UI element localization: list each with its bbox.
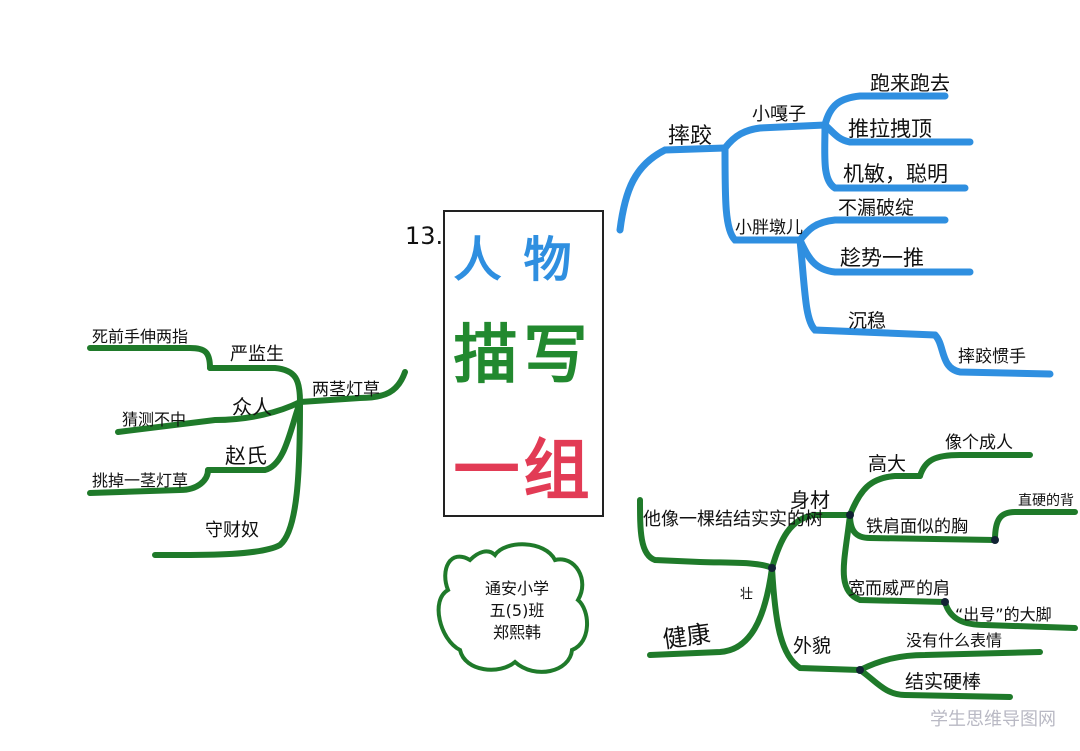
green-br-to-jieshi [857,667,1013,700]
green-br-trunk [647,565,775,658]
blue-to-jimin [821,121,969,192]
green-left-to-yanjiansheng [207,365,303,405]
label-shencai: 身材 [790,488,830,512]
label-zhiying: 直硬的背 [1018,492,1074,509]
green-left-to-shoucainu [152,399,303,559]
label-shuaijiao: 摔跤 [668,124,712,149]
title-line-yizu: 一组 [453,432,594,509]
blue-split-lower [721,144,804,244]
green-br-to-waimao [769,565,863,673]
title-box: 人物 描写 一组 [443,210,604,517]
blue-trunk [616,144,729,234]
branch-bottom-right [637,452,1078,700]
blue-to-bulou [796,216,949,244]
blue-to-chenwen [796,236,939,339]
label-sibei: 死前手伸两指 [92,327,188,346]
green-br-tiejian-item [992,509,1078,543]
label-shoucainu: 守财奴 [205,520,259,541]
label-zhongren: 众人 [232,395,272,419]
green-left-trunk [297,369,408,405]
green-br-to-gaoda [847,473,923,518]
author-class: 五(5)班 [489,601,545,620]
label-meiyou: 没有什么表情 [906,631,1002,650]
green-br-kuan-item [942,599,1078,631]
label-xiaopangdun: 小胖墩儿 [735,218,803,238]
label-xiaogazi: 小嘎子 [752,104,806,125]
label-chuhao: “出号”的大脚 [955,605,1052,624]
branch-top-right [616,92,1054,378]
label-gaoda: 高大 [868,453,906,475]
label-paolai: 跑来跑去 [870,71,950,95]
green-left-yanjiansheng-item [87,345,213,371]
green-br-to-shencai [769,512,853,571]
green-br-gaoda-item [917,452,1033,479]
label-liangjing: 两茎灯草 [312,380,380,400]
label-tiejian: 铁肩面似的胸 [866,517,968,537]
diagram-number: 13. [405,222,444,250]
node-dot-5 [941,598,949,606]
node-dot-1 [768,564,776,572]
author-school: 通安小学 [484,579,549,598]
label-xianggechengren: 像个成人 [945,433,1013,453]
green-left-zhaoshi-item [87,467,211,496]
label-caice: 猜测不中 [122,410,186,429]
label-jieshi: 结实硬棒 [905,671,981,693]
node-dot-3 [856,666,864,674]
label-tuila: 推拉拽顶 [848,117,932,141]
label-chenwen: 沉稳 [848,310,886,332]
label-zhaoshi: 赵氏 [225,444,267,468]
branch-left [87,345,408,559]
author-info: 通安小学 五(5)班 郑熙韩 [462,578,572,644]
green-br-to-kuan [840,512,948,605]
label-shuaijiao-guanshou: 摔跤惯手 [958,347,1026,367]
title-line-renwu: 人物 [453,232,594,288]
green-left-to-zhaoshi [205,399,303,473]
label-kuaner: 宽而威严的肩 [848,579,950,599]
label-tiaodiao: 挑掉一茎灯草 [92,471,188,490]
label-bulou: 不漏破绽 [838,197,914,219]
green-br-simile [637,497,775,571]
blue-to-shuaijiao [931,331,1054,378]
label-waimao: 外貌 [793,635,831,657]
label-qushi: 趁势一推 [840,246,924,270]
label-zhuang: 壮 [740,587,753,602]
label-jiankang: 健康 [661,620,712,654]
node-dot-2 [846,511,854,519]
blue-split [721,121,829,152]
blue-to-paobao [821,92,949,129]
author-name: 郑熙韩 [492,623,541,642]
green-left-to-zhongren [115,399,303,435]
watermark: 学生思维导图网 [930,709,1056,730]
label-ta: 他像一棵结结实实的树 [643,509,823,530]
green-br-to-meiyou [857,649,1043,673]
title-line-miaoxie: 描写 [453,319,594,393]
label-yanjiansheng: 严监生 [230,344,284,365]
node-dot-4 [991,536,999,544]
author-cloud [436,542,590,674]
label-jimin: 机敏，聪明 [843,162,948,186]
